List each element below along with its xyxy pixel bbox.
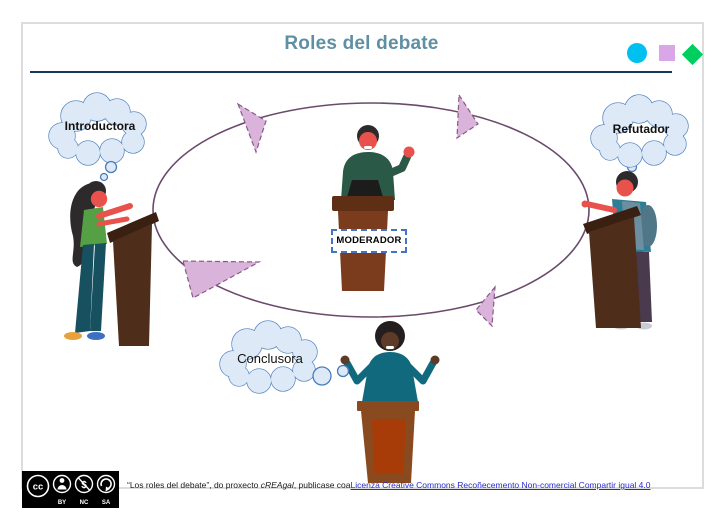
license-project-name: cREAgal xyxy=(260,480,294,490)
accent-square-icon xyxy=(659,45,675,61)
cycle-arrow-top-left xyxy=(236,102,267,154)
podium-conclusora xyxy=(357,401,419,411)
podium-introductora xyxy=(107,212,159,243)
cycle-arrow-top-right xyxy=(456,93,479,140)
badge-letter-by: BY xyxy=(58,500,66,506)
license-text: “Los roles del debate”, do proxecto xyxy=(127,480,261,490)
accent-circle-icon xyxy=(627,43,647,63)
license-text-2: , publicase coa xyxy=(293,480,351,490)
role-label-refutador: Refutador xyxy=(612,122,670,136)
bubble-refutador xyxy=(590,94,689,168)
page-title: Roles del debate xyxy=(284,33,439,54)
cycle-arrow-bottom-left xyxy=(182,260,262,299)
role-label-moderador: MODERADOR xyxy=(331,229,407,253)
debate-cycle-ellipse xyxy=(152,102,590,318)
nc-icon: $ xyxy=(74,474,94,494)
podium-moderador xyxy=(332,196,394,211)
bubble-introductora xyxy=(48,92,147,182)
cycle-arrows xyxy=(182,93,496,328)
speaker-conclusora xyxy=(340,321,440,483)
svg-text:$: $ xyxy=(81,480,87,491)
cycle-arrow-bottom-right xyxy=(475,285,496,328)
by-icon xyxy=(52,474,72,494)
bubble-conclusora xyxy=(219,320,350,394)
speaker-introductora xyxy=(64,181,159,346)
title-divider xyxy=(30,71,672,73)
role-label-introductora: Introductora xyxy=(64,119,136,133)
speaker-refutador xyxy=(581,161,657,330)
badge-letter-nc: NC xyxy=(80,500,89,506)
speaker-moderador xyxy=(332,125,415,291)
license-link[interactable]: Licenza Creative Commons Recoñecemento N… xyxy=(350,480,651,490)
cc-icon: cc xyxy=(33,482,44,493)
podium-refutador xyxy=(583,206,641,234)
sa-icon xyxy=(96,474,116,494)
license-line: “Los roles del debate”, do proxecto cREA… xyxy=(127,480,651,490)
cc-by-nc-sa-badge[interactable]: cc $ BY NC SA xyxy=(22,471,119,508)
badge-letter-sa: SA xyxy=(102,500,111,506)
role-label-conclusora: Conclusora xyxy=(237,351,303,366)
